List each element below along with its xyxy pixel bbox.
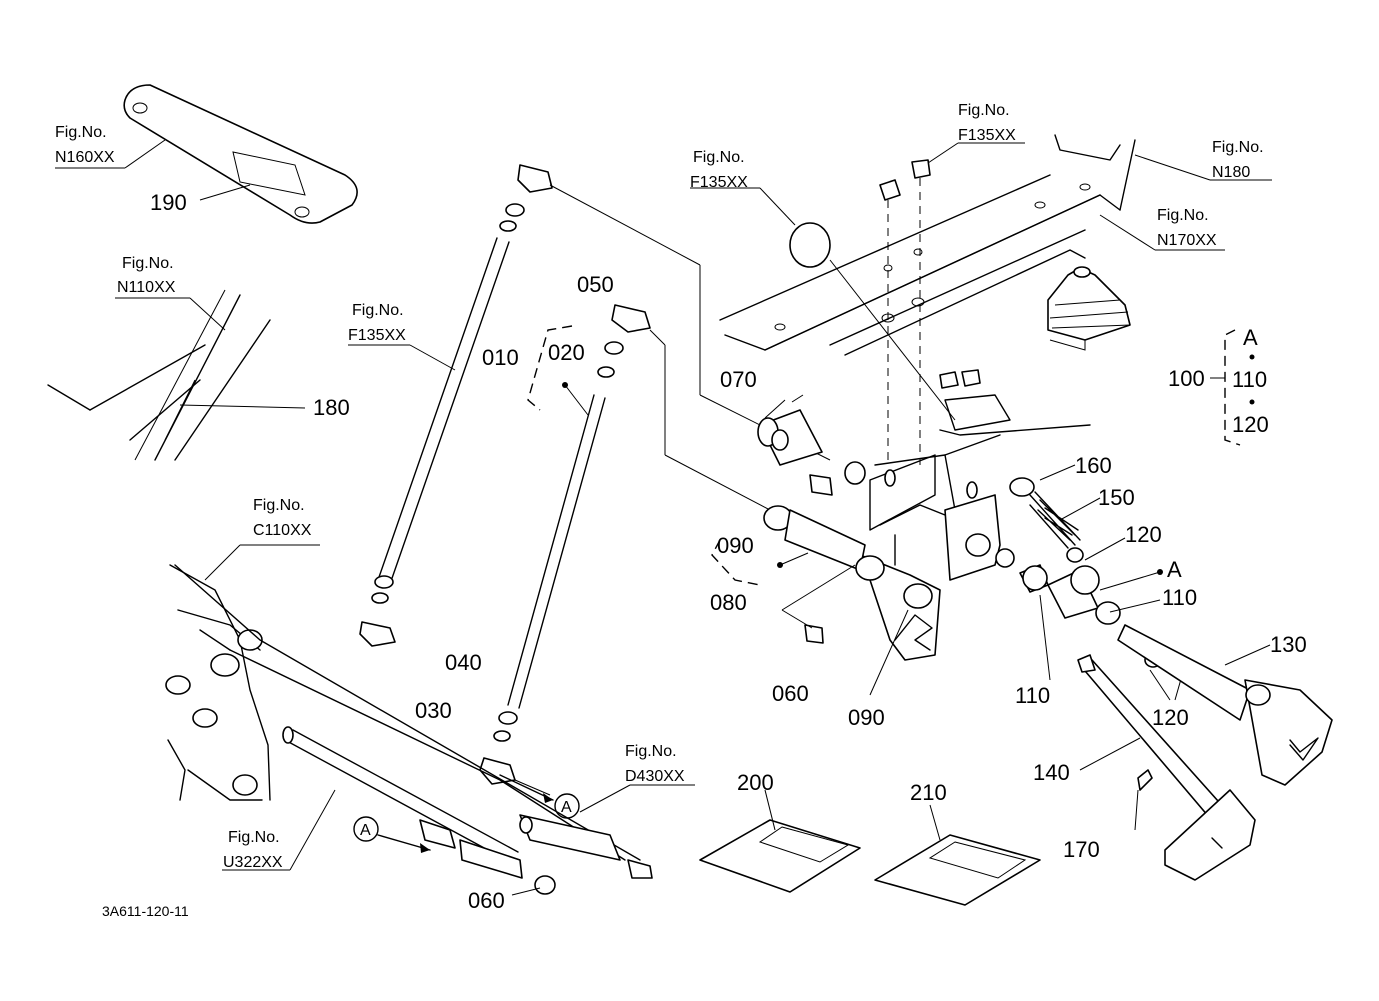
part-label-110-lower: 110 — [1015, 683, 1050, 708]
part-label-030: 030 — [415, 698, 452, 723]
part-label-120-bracket: 120 — [1232, 412, 1269, 437]
fig-ref-f135-mid: Fig.No. F135XX — [690, 149, 748, 191]
long-rod — [359, 164, 553, 647]
bracket-100 — [1210, 329, 1255, 446]
part-label-150: 150 — [1098, 485, 1135, 510]
marker-a-bracket: A — [1243, 325, 1258, 350]
marker-a-right: A — [1167, 557, 1182, 582]
part-label-180: 180 — [313, 395, 350, 420]
svg-text:Fig.No.: Fig.No. — [693, 149, 745, 166]
side-panel — [47, 289, 271, 461]
svg-text:F135XX: F135XX — [348, 327, 406, 344]
pedal-lever-130 — [1117, 624, 1333, 786]
svg-text:Fig.No.: Fig.No. — [958, 102, 1010, 119]
svg-text:Fig.No.: Fig.No. — [55, 124, 107, 141]
pedal-140 — [1077, 654, 1256, 881]
part-label-090-upper: 090 — [717, 533, 754, 558]
fig-ref-n110: Fig.No. N110XX — [117, 255, 176, 296]
fig-ref-f135-top: Fig.No. F135XX — [958, 102, 1016, 144]
svg-text:D430XX: D430XX — [625, 768, 685, 785]
svg-text:Fig.No.: Fig.No. — [625, 743, 677, 760]
rod-assembly-010 — [479, 304, 651, 785]
part-label-060-upper: 060 — [772, 681, 809, 706]
svg-text:N180: N180 — [1212, 164, 1250, 181]
lever-boot — [1047, 266, 1131, 351]
fig-ref-u322: Fig.No. U322XX — [223, 829, 283, 871]
svg-text:N110XX: N110XX — [117, 279, 176, 296]
svg-text:U322XX: U322XX — [223, 854, 283, 871]
arm-assembly-080 — [763, 505, 941, 661]
drawing-code: 3A611-120-11 — [102, 903, 189, 919]
part-label-070: 070 — [720, 367, 757, 392]
part-label-050: 050 — [577, 272, 614, 297]
part-label-120-upper: 120 — [1125, 522, 1162, 547]
part-label-210: 210 — [910, 780, 947, 805]
top-panel — [719, 134, 1136, 356]
part-label-190: 190 — [150, 190, 187, 215]
part-label-170: 170 — [1063, 837, 1100, 862]
svg-text:F135XX: F135XX — [690, 174, 748, 191]
part-label-200: 200 — [737, 770, 774, 795]
visor-panel — [123, 84, 358, 224]
grommet — [789, 222, 956, 421]
marker-a-circle-1: A — [561, 799, 572, 816]
right-bushings — [995, 477, 1162, 668]
part-label-020: 020 — [548, 340, 585, 365]
collar-070 — [757, 394, 866, 485]
part-label-080: 080 — [710, 590, 747, 615]
svg-text:Fig.No.: Fig.No. — [228, 829, 280, 846]
svg-text:Fig.No.: Fig.No. — [122, 255, 174, 272]
svg-text:Fig.No.: Fig.No. — [1212, 139, 1264, 156]
bracket-010 — [527, 325, 573, 411]
leader-190 — [199, 184, 251, 201]
marker-a-circle-2-shape — [353, 816, 431, 853]
fig-ref-n160: Fig.No. N160XX — [55, 124, 115, 166]
leader-180 — [179, 404, 306, 409]
svg-text:C110XX: C110XX — [253, 522, 312, 539]
part-label-040: 040 — [445, 650, 482, 675]
part-label-010: 010 — [482, 345, 519, 370]
part-label-060-lower: 060 — [468, 888, 505, 913]
fig-ref-f135-left: Fig.No. F135XX — [348, 302, 406, 344]
svg-text:Fig.No.: Fig.No. — [1157, 207, 1209, 224]
marker-a-circle-1-shape — [499, 774, 580, 819]
svg-text:F135XX: F135XX — [958, 127, 1016, 144]
lower-shaft — [282, 726, 556, 895]
part-label-140: 140 — [1033, 760, 1070, 785]
left-bracket-body — [165, 564, 653, 879]
svg-text:Fig.No.: Fig.No. — [352, 302, 404, 319]
part-label-120-lower: 120 — [1152, 705, 1189, 730]
part-label-130: 130 — [1270, 632, 1307, 657]
manual-200 — [699, 819, 861, 893]
bracket-080 — [711, 539, 761, 586]
svg-text:Fig.No.: Fig.No. — [253, 497, 305, 514]
fig-ref-n170: Fig.No. N170XX — [1157, 207, 1217, 249]
manual-210 — [874, 834, 1041, 906]
part-label-090-lower: 090 — [848, 705, 885, 730]
svg-text:N170XX: N170XX — [1157, 232, 1217, 249]
fig-ref-n180: Fig.No. N180 — [1212, 139, 1264, 181]
part-label-110-right: 110 — [1162, 585, 1197, 610]
marker-a-circle-2: A — [360, 822, 371, 839]
part-label-160: 160 — [1075, 453, 1112, 478]
svg-text:N160XX: N160XX — [55, 149, 115, 166]
fig-ref-d430: Fig.No. D430XX — [625, 743, 685, 785]
part-label-100: 100 — [1168, 366, 1205, 391]
bolts — [879, 159, 981, 465]
fig-ref-c110: Fig.No. C110XX — [253, 497, 312, 539]
part-label-110-bracket: 110 — [1232, 367, 1267, 392]
